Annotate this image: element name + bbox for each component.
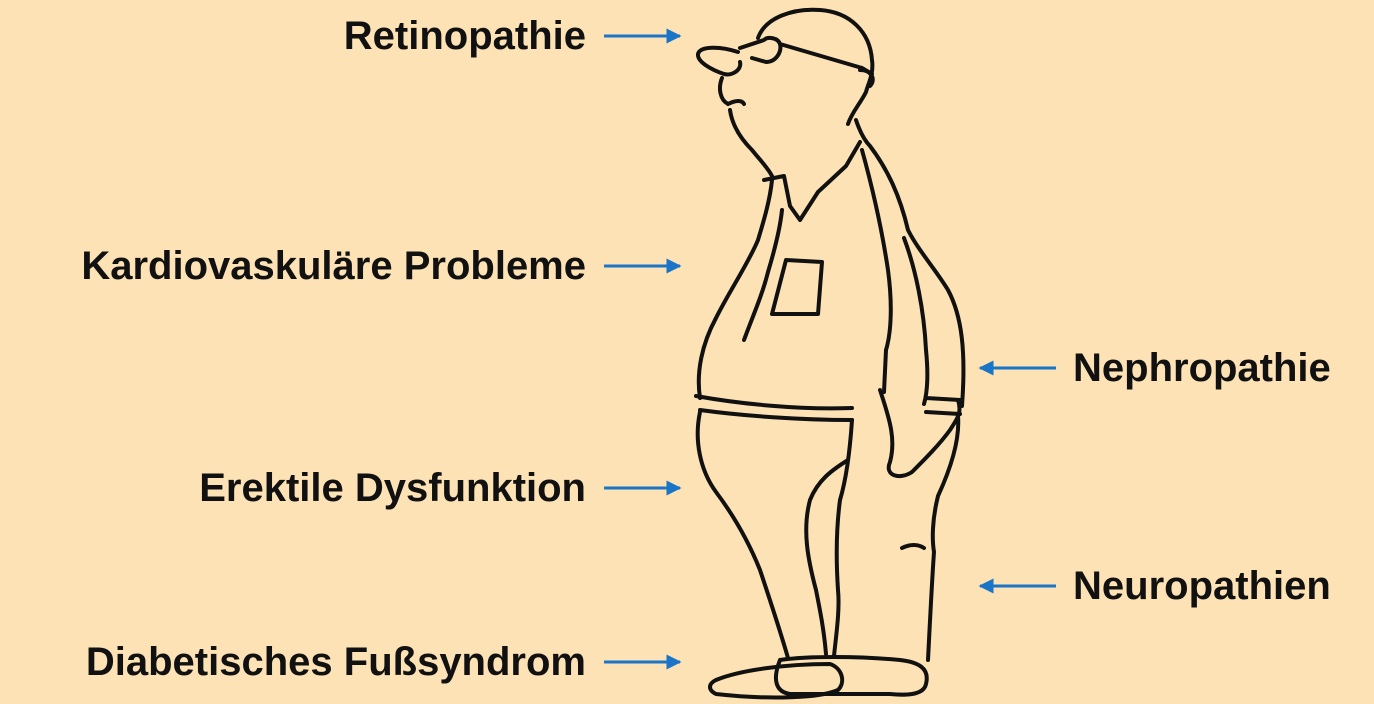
collar (764, 142, 860, 220)
glasses (740, 38, 872, 74)
sleeve-inner (904, 238, 927, 404)
label-kardiovaskulaer: Kardiovaskuläre Probleme (81, 244, 586, 288)
pants-front (698, 412, 788, 658)
inner-leg (806, 420, 852, 656)
shoe-back (776, 657, 927, 695)
label-retinopathie: Retinopathie (344, 14, 586, 58)
arrows (604, 36, 1056, 662)
pocket (772, 260, 822, 314)
hand (880, 390, 960, 476)
sleeve (862, 150, 891, 392)
label-erektile: Erektile Dysfunktion (199, 466, 586, 510)
back (856, 120, 963, 406)
face-front (720, 78, 772, 176)
standing-man-illustration (696, 10, 963, 698)
belt (696, 396, 960, 420)
label-nephropathie: Nephropathie (1073, 346, 1331, 390)
label-fusssyndrom: Diabetisches Fußsyndrom (86, 640, 586, 684)
nose (698, 48, 740, 75)
label-neuropathien: Neuropathien (1073, 564, 1331, 608)
knee-crease (902, 545, 924, 548)
